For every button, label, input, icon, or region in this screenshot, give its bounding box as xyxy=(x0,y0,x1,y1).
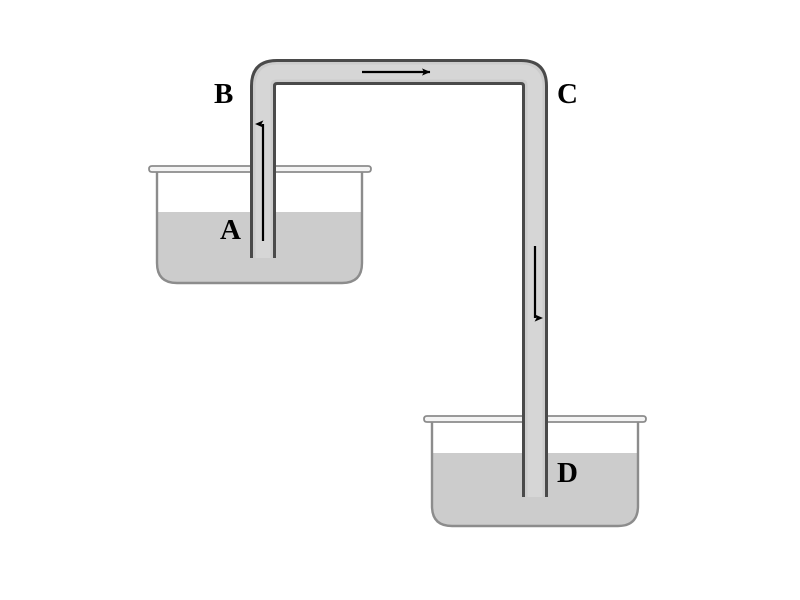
siphon-tube-outer-wall xyxy=(250,59,548,497)
siphon-tube-inner-wall xyxy=(273,82,525,497)
upper-beaker-body xyxy=(155,168,364,285)
label-b: B xyxy=(214,78,234,110)
siphon-tube-highlight xyxy=(255,64,543,497)
label-a: A xyxy=(220,214,241,246)
label-d: D xyxy=(557,457,578,489)
siphon-tube-fill xyxy=(251,60,547,497)
lower-beaker-body xyxy=(430,418,640,528)
label-c: C xyxy=(557,78,578,110)
flow-arrows xyxy=(255,68,543,322)
